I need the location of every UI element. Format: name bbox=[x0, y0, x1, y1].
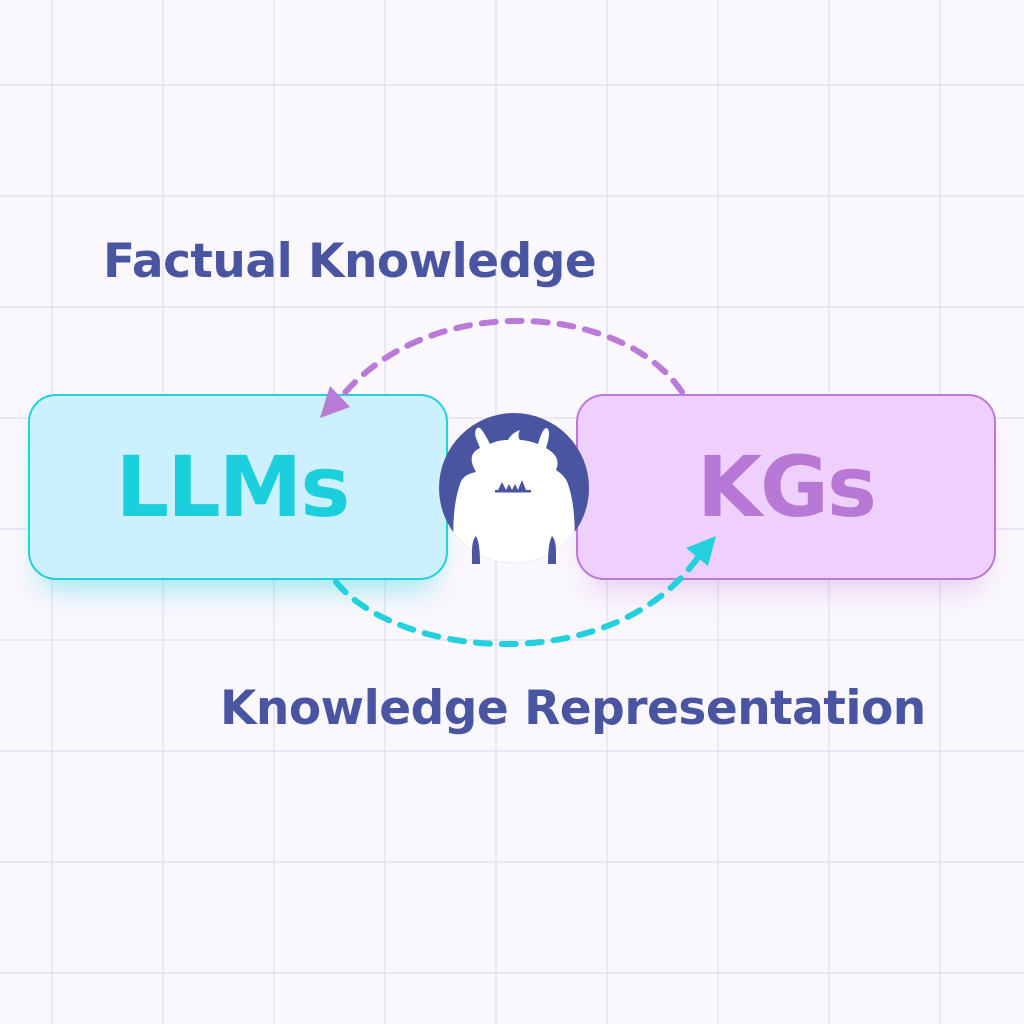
factual-knowledge-label: Factual Knowledge bbox=[103, 234, 597, 289]
kgs-node-label: KGs bbox=[696, 438, 877, 536]
knowledge-representation-label: Knowledge Representation bbox=[220, 681, 926, 736]
llms-node-label: LLMs bbox=[115, 438, 351, 536]
monster-mascot-icon bbox=[439, 413, 589, 564]
llms-node: LLMs bbox=[28, 394, 448, 580]
kgs-node: KGs bbox=[576, 394, 996, 580]
